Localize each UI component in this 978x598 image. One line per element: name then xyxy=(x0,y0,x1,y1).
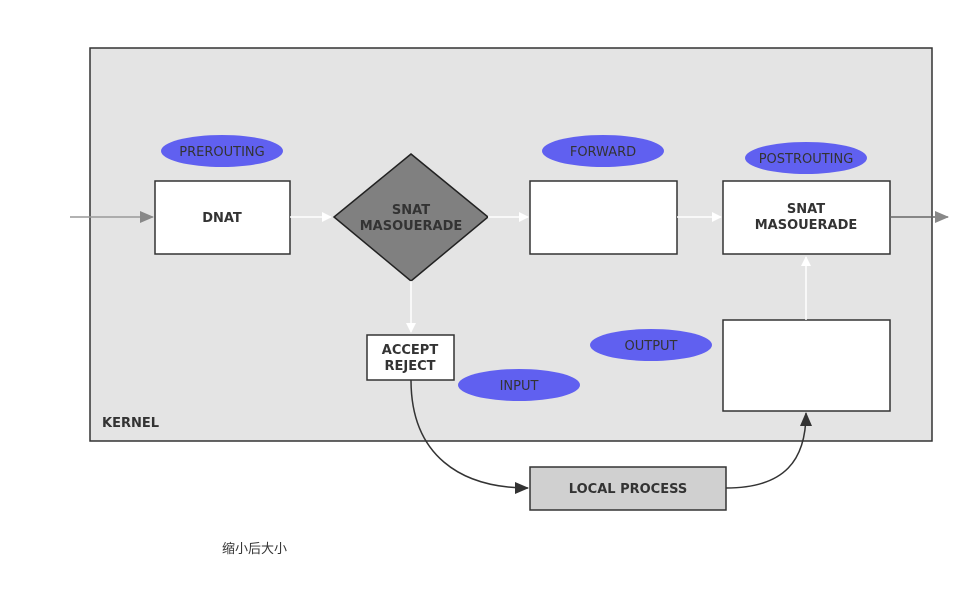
prerouting-ellipse xyxy=(161,135,283,167)
local-process-label: LOCAL PROCESS xyxy=(569,482,687,497)
kernel-label: KERNEL xyxy=(102,416,159,431)
decision-label-line1: SNAT xyxy=(392,203,430,218)
arrow-accept-to-local-process xyxy=(410,379,529,494)
input-ellipse xyxy=(458,369,580,401)
postrouting-label-line2: MASOUERADE xyxy=(755,218,858,233)
reject-label: REJECT xyxy=(384,359,435,374)
input-label: INPUT xyxy=(500,379,539,394)
local-process-box xyxy=(529,466,727,511)
output-box xyxy=(722,319,891,412)
output-label: OUTPUT xyxy=(625,339,678,354)
caption-text: 缩小后大小 xyxy=(222,542,288,557)
decision-label-line2: MASOUERADE xyxy=(360,219,463,234)
postrouting-label-line1: SNAT xyxy=(787,202,825,217)
dnat-label: DNAT xyxy=(202,211,242,226)
forward-ellipse xyxy=(542,135,664,167)
forward-box xyxy=(529,180,678,255)
prerouting-label: PREROUTING xyxy=(179,145,264,160)
accept-label: ACCEPT xyxy=(382,343,439,358)
forward-label: FORWARD xyxy=(570,145,636,160)
output-ellipse xyxy=(590,329,712,361)
dnat-box xyxy=(154,180,291,255)
arrow-local-process-to-output xyxy=(725,412,812,489)
postrouting-ellipse xyxy=(745,142,867,174)
postrouting-label: POSTROUTING xyxy=(759,152,854,167)
